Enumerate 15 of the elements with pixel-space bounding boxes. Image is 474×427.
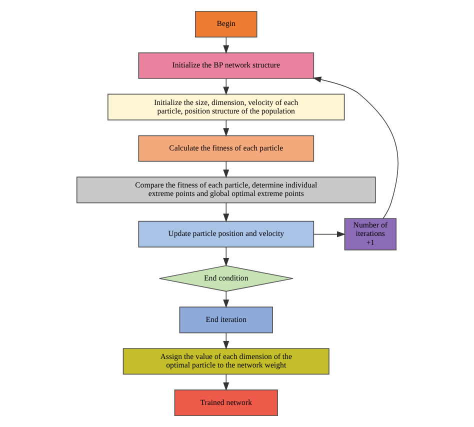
- node-box: Number of iterations +1: [344, 218, 396, 250]
- node-diamond: End condition: [158, 265, 293, 292]
- node-box: Trained network: [174, 389, 278, 416]
- node-box: Compare the fitness of each particle, determine individual extreme points and global optimal extreme points: [76, 176, 376, 204]
- arrow: [222, 246, 229, 267]
- arrow: [312, 231, 346, 238]
- node-box: Assign the value of each dimension of the optimal particle to the network weight: [122, 348, 329, 375]
- node-box: Update particle position and velocity: [138, 220, 314, 248]
- node-box: End iteration: [178, 306, 272, 334]
- node-box: Begin: [194, 10, 257, 38]
- node-box: Initialize the size, dimension, velocity of each particle, position structure of the population: [107, 94, 344, 120]
- arrow: [312, 76, 398, 219]
- arrow: [222, 202, 229, 222]
- node-box: Calculate the fitness of each particle: [138, 135, 314, 162]
- node-box: Initialize the BP network structure: [138, 52, 314, 79]
